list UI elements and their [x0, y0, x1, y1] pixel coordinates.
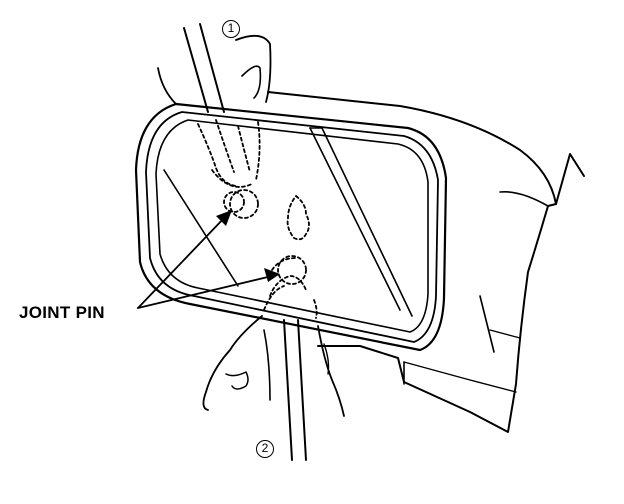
hand-top	[157, 34, 272, 105]
mirror-housing	[267, 91, 585, 433]
leader-arrows	[137, 210, 280, 309]
screwdriver-bottom	[283, 319, 307, 461]
joint-pin-lower	[277, 255, 307, 285]
hidden-details	[197, 119, 318, 319]
joint-pin-label: JOINT PIN	[19, 303, 105, 322]
mirror-pivot	[286, 195, 310, 241]
screwdriver-top	[183, 23, 225, 113]
callout-1-marker: 1	[222, 20, 240, 38]
mirror-glass	[163, 127, 413, 317]
arrow-to-upper-pin	[137, 215, 227, 309]
mirror-frame	[134, 102, 448, 352]
callout-2-marker: 2	[256, 440, 274, 458]
arrow-to-lower-pin	[137, 275, 273, 309]
hand-bottom	[202, 315, 345, 417]
joint-pin-upper	[229, 189, 259, 219]
